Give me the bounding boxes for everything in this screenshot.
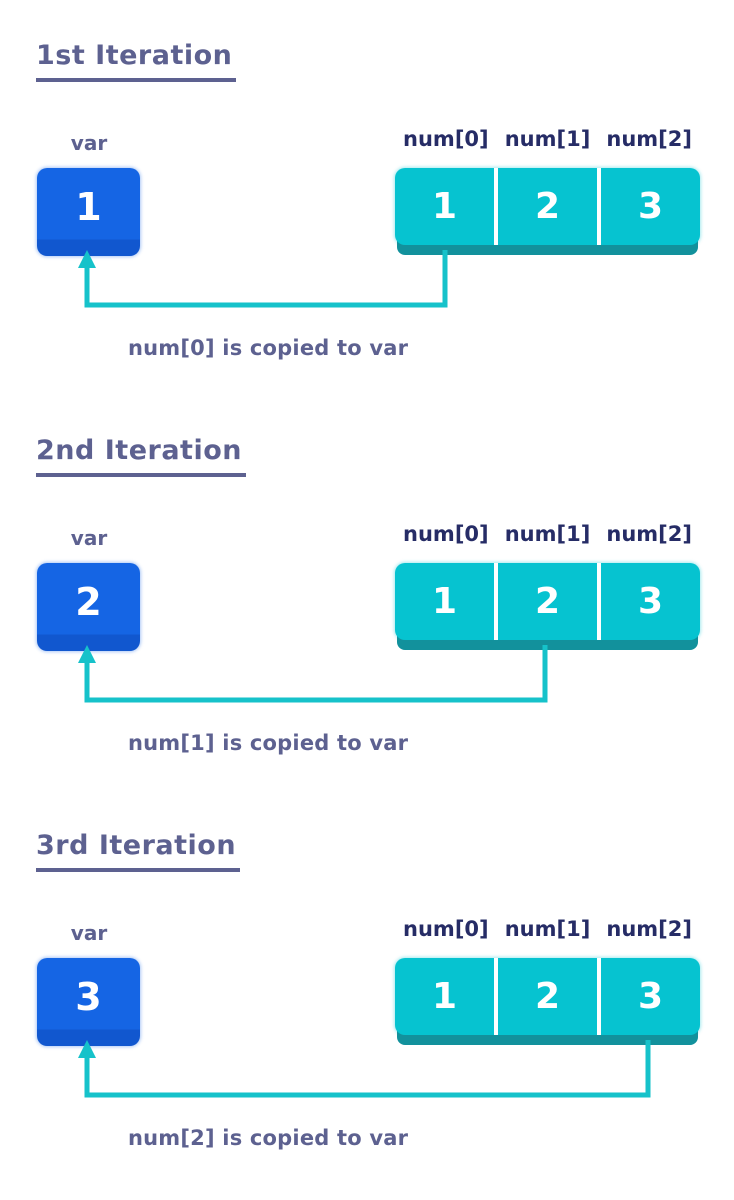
array-cell-value: 1 xyxy=(431,976,458,1017)
iteration-2-section: 2nd Iteration var 2 num[0] num[1] num[2]… xyxy=(0,395,734,790)
array-cell: 1 xyxy=(395,168,494,245)
section-title: 2nd Iteration xyxy=(36,435,246,477)
array-index-label: num[0] xyxy=(403,917,489,941)
var-box: 2 xyxy=(37,563,140,651)
var-label: var xyxy=(70,526,108,550)
array-cell-value: 1 xyxy=(431,186,458,227)
array-cell: 1 xyxy=(395,958,494,1035)
var-box: 1 xyxy=(37,168,140,256)
array-index-label: num[1] xyxy=(504,522,591,546)
array-index-labels: num[0] num[1] num[2] xyxy=(395,917,700,941)
iteration-3-section: 3rd Iteration var 3 num[0] num[1] num[2]… xyxy=(0,790,734,1185)
var-value: 1 xyxy=(75,185,102,229)
section-title: 3rd Iteration xyxy=(36,830,241,872)
array-index-label: num[2] xyxy=(606,127,692,151)
iteration-1-section: 1st Iteration var 1 num[0] num[1] num[2]… xyxy=(0,0,734,395)
array-box: 1 2 3 xyxy=(395,563,700,640)
caption: num[0] is copied to var xyxy=(128,336,409,360)
array-cell: 1 xyxy=(395,563,494,640)
var-box: 3 xyxy=(37,958,140,1046)
caption: num[1] is copied to var xyxy=(128,731,409,755)
array-index-label: num[0] xyxy=(403,522,489,546)
array-cell: 2 xyxy=(494,563,597,640)
array-index-label: num[2] xyxy=(606,917,692,941)
array-cell-value: 2 xyxy=(534,976,561,1017)
array-cell: 3 xyxy=(597,563,700,640)
array-index-label: num[1] xyxy=(504,917,591,941)
array-cell-value: 2 xyxy=(534,581,561,622)
array-cell: 3 xyxy=(597,168,700,245)
array-cell-value: 3 xyxy=(637,976,664,1017)
array-index-label: num[0] xyxy=(403,127,489,151)
array-cell: 3 xyxy=(597,958,700,1035)
var-value: 3 xyxy=(75,975,102,1019)
array-box: 1 2 3 xyxy=(395,958,700,1035)
array-cell-value: 3 xyxy=(637,186,664,227)
array-cell: 2 xyxy=(494,168,597,245)
array-cell-value: 3 xyxy=(637,581,664,622)
var-label: var xyxy=(70,921,108,945)
array-index-label: num[2] xyxy=(606,522,692,546)
section-title: 1st Iteration xyxy=(36,40,237,82)
caption: num[2] is copied to var xyxy=(128,1126,409,1150)
array-index-label: num[1] xyxy=(504,127,591,151)
array-index-labels: num[0] num[1] num[2] xyxy=(395,127,700,151)
var-value: 2 xyxy=(75,580,102,624)
array-box: 1 2 3 xyxy=(395,168,700,245)
var-label: var xyxy=(70,131,108,155)
array-cell: 2 xyxy=(494,958,597,1035)
array-cell-value: 1 xyxy=(431,581,458,622)
array-index-labels: num[0] num[1] num[2] xyxy=(395,522,700,546)
array-cell-value: 2 xyxy=(534,186,561,227)
